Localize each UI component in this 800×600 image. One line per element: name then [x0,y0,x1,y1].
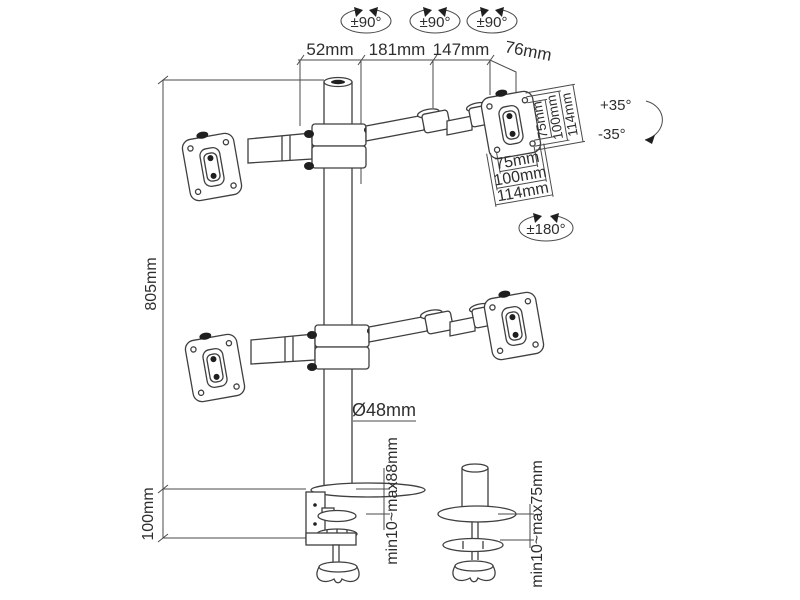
swivel-label: ±180° [526,221,565,238]
clamp-mid-foot [317,509,357,523]
tilt-up-label: +35° [600,97,631,114]
tilt-annotation: +35° -35° [598,97,663,144]
dim-grommet-range: min10~max75mm [529,460,546,588]
grommet-range-dimension: min10~max75mm [498,460,546,588]
rotate-arrow-icon [495,7,504,17]
rotate-arrow-icon [533,213,542,223]
rotate-arrow-icon [550,213,559,223]
pole-collar [307,324,377,371]
grommet-lower-plate [442,537,504,553]
clamp-top-pad [310,482,426,498]
pole-collar [304,123,374,170]
dim-arm-segment-2: 147mm [433,40,490,59]
rotate-arrow-icon [480,7,489,17]
dim-arm-offset: 52mm [306,40,353,59]
grommet-mount [437,463,517,583]
desk-clamp [305,482,426,584]
rotate-arrow-icon [423,7,432,17]
collar-knob [304,130,314,138]
height-dimension: 805mm 100mm [140,75,324,543]
rotation-badge-3: ±90° [466,5,518,34]
swivel-badge: ±180° [518,211,574,242]
tilt-arc-arrow [644,100,663,141]
rotation-label: ±90° [420,14,451,31]
vesa-side-dimensions: 75mm 100mm 114mm [525,83,586,151]
vesa-plate-lower-left [182,326,247,404]
rotation-badge-1: ±90° [340,5,392,34]
arm-assembly-lower [182,284,546,404]
dim-base-height: 100mm [140,487,157,540]
rotation-label: ±90° [351,14,382,31]
clamp-bottom-arm [305,532,357,546]
vesa-bottom-dimensions: 75mm 100mm 114mm [486,143,554,207]
clamp-range-dimension: min10~max88mm [356,437,401,565]
dim-pole-diameter: Ø48mm [352,400,416,420]
arm-assembly-upper [179,83,543,203]
grommet-pole-stub [461,463,489,473]
pole-diameter-label: Ø48mm [352,400,416,422]
rotation-badge-2: ±90° [409,5,461,34]
rotate-arrow-icon [438,7,447,17]
rotate-arrow-icon [369,7,378,17]
dim-vesa-side-75: 75mm [529,100,550,140]
dim-arm-segment-3: 76mm [503,37,553,65]
vesa-plate-upper-left [179,125,244,203]
tilt-arrowhead-icon [645,135,655,144]
collar-knob [304,162,314,170]
dim-pole-height: 805mm [143,257,160,310]
vesa-plate-lower-right [481,284,546,362]
tilt-down-label: -35° [598,126,626,143]
rotate-arrow-icon [354,7,363,17]
dim-arm-segment-1: 181mm [369,40,426,59]
top-dimension-line: 52mm 181mm 147mm 76mm [296,37,553,184]
rotation-label: ±90° [477,14,508,31]
dim-clamp-range: min10~max88mm [384,437,401,565]
